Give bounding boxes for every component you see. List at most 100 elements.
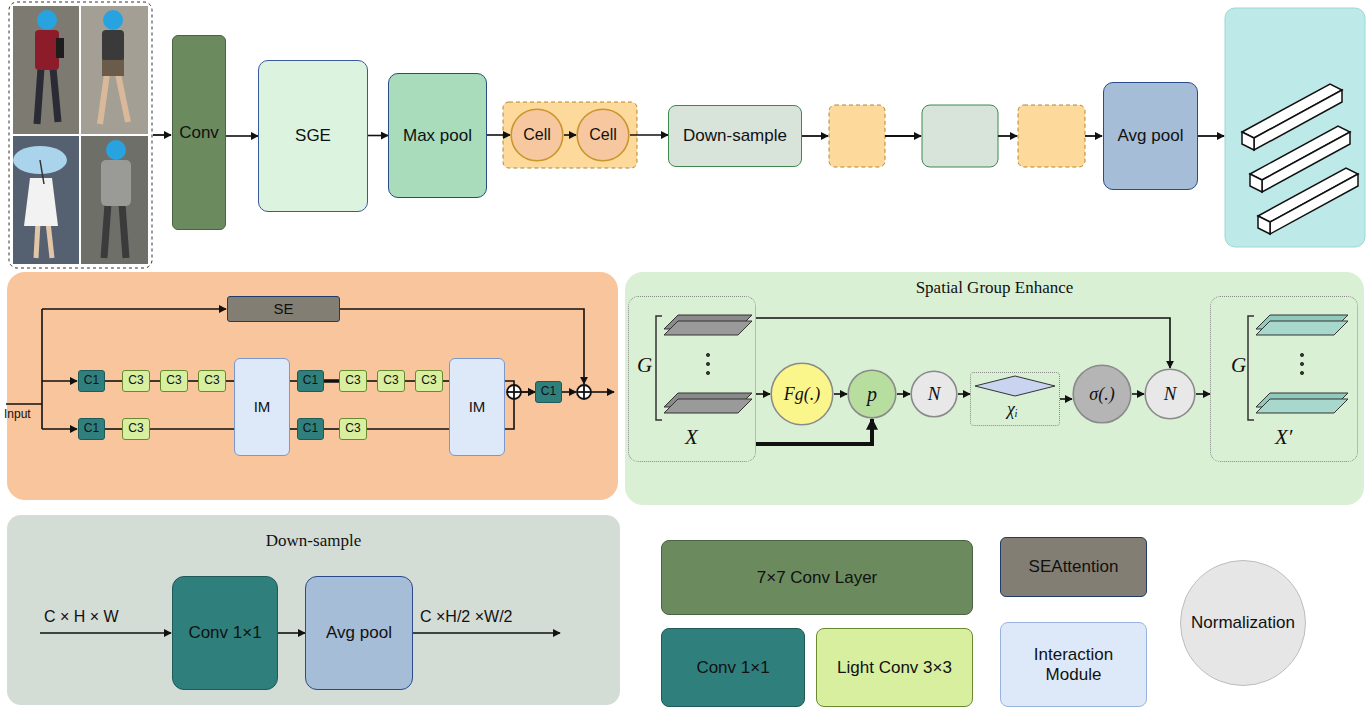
input-photos xyxy=(35,30,59,70)
input-photos xyxy=(13,136,79,264)
conv1x1-box: C1 xyxy=(297,418,324,440)
node-text: G xyxy=(1231,353,1246,377)
node-text: Down-sample xyxy=(683,126,787,146)
node-text: σ(.) xyxy=(1089,384,1114,405)
feature-stack xyxy=(1300,371,1303,374)
downsample-block: Down-sample xyxy=(668,105,802,167)
circle-outline xyxy=(848,370,896,418)
legend-swatch: Normalization xyxy=(1180,560,1306,686)
feature-output xyxy=(1258,216,1270,234)
node-text: SGE xyxy=(295,126,331,146)
connector-line xyxy=(1132,393,1144,395)
connector-line xyxy=(324,428,339,430)
input-photos xyxy=(13,6,79,134)
input-photos xyxy=(102,60,124,76)
input-photos xyxy=(37,10,57,30)
input-photos xyxy=(9,2,152,268)
weight-diamond xyxy=(975,376,1055,396)
feature-stack xyxy=(1300,362,1303,365)
cell-wire xyxy=(42,380,77,382)
lightconv-box: C3 xyxy=(198,370,226,392)
lightconv-box: C3 xyxy=(415,370,443,392)
conv1x1-box: C1 xyxy=(78,418,105,440)
cell-wire xyxy=(6,309,614,429)
node-text: C1 xyxy=(303,374,318,388)
input-photos xyxy=(104,204,108,258)
connector-line xyxy=(487,134,510,136)
legend-text: Normalization xyxy=(1183,613,1303,633)
downsample-wire xyxy=(413,632,560,634)
connector-line xyxy=(188,380,198,382)
interaction-module: IM xyxy=(234,358,290,456)
downsample-wire xyxy=(40,632,171,634)
sum-symbol xyxy=(507,385,521,399)
legend-swatch: Interaction Module xyxy=(1000,622,1147,707)
circle-outline xyxy=(577,109,629,161)
interaction-module: IM xyxy=(449,358,505,456)
panel-ground xyxy=(7,272,618,500)
panel-ground xyxy=(7,515,620,705)
node-text: N xyxy=(928,383,941,405)
input-photos xyxy=(100,74,107,124)
node-text: N xyxy=(1164,383,1177,405)
node-text: X′ xyxy=(1275,425,1292,449)
sum-symbol xyxy=(513,386,515,398)
input-photos xyxy=(40,160,44,184)
connector-line xyxy=(368,135,388,137)
node-text: Down-sample xyxy=(266,531,361,551)
node-text: Avg pool xyxy=(1118,126,1184,146)
connector-line xyxy=(756,393,770,395)
circle-outline xyxy=(1145,369,1195,419)
node-text: Conv xyxy=(179,123,219,143)
annotation-label: C ×H/2 ×W/2 xyxy=(420,608,512,626)
connector-line xyxy=(367,380,377,382)
pipeline-arrow xyxy=(802,135,828,137)
input-photos xyxy=(81,6,148,134)
node-text: C3 xyxy=(128,374,143,388)
normalization-circle: N xyxy=(1144,368,1196,420)
feature-output xyxy=(1225,8,1365,247)
node-text: Avg pool xyxy=(326,623,392,643)
input-photos xyxy=(37,68,41,124)
input-photos xyxy=(48,222,52,258)
connector-line xyxy=(290,428,297,430)
cell-wire xyxy=(42,428,77,430)
connector-line xyxy=(630,134,668,136)
legend-swatch: SEAttention xyxy=(1000,537,1147,597)
connector-line xyxy=(290,380,297,382)
legend-swatch: Light Conv 3×3 xyxy=(816,628,973,707)
node-text: C3 xyxy=(204,374,219,388)
downsample-wire xyxy=(40,632,560,634)
node-text: Max pool xyxy=(403,126,472,146)
legend-swatch: Conv 1×1 xyxy=(661,628,805,707)
conv1x1-box: C1 xyxy=(297,370,324,392)
pipeline-arrow xyxy=(1198,135,1224,137)
feature-stack xyxy=(706,371,709,374)
node-text: C1 xyxy=(84,422,99,436)
feature-stack xyxy=(664,321,752,335)
pipeline-arrow xyxy=(998,135,1017,137)
input-photos xyxy=(36,222,38,258)
legend-text: Interaction Module xyxy=(1001,645,1146,684)
sum-symbol xyxy=(507,385,591,399)
node-text: X xyxy=(685,425,698,449)
connector-line xyxy=(897,393,910,395)
circle-outline xyxy=(771,363,833,425)
node-text: C3 xyxy=(421,374,436,388)
avgpool-block: Avg pool xyxy=(1103,82,1198,190)
feature-stack xyxy=(706,353,709,356)
cell-group xyxy=(503,102,637,168)
cell-circle: Cell xyxy=(510,108,564,162)
feature-stack xyxy=(1256,321,1348,335)
circle-outline xyxy=(911,371,957,417)
normalization-circle: N xyxy=(910,370,958,418)
node-text: Cell xyxy=(523,126,551,144)
pipeline-arrow xyxy=(885,135,921,137)
cell-group xyxy=(503,102,637,168)
conv1x1-block: Conv 1×1 xyxy=(172,576,278,690)
lightconv-box: C3 xyxy=(339,370,367,392)
input-photos xyxy=(122,204,126,258)
feature-stack xyxy=(1248,316,1254,420)
node-text: C3 xyxy=(166,374,181,388)
input-feature-box: GX xyxy=(628,296,756,462)
